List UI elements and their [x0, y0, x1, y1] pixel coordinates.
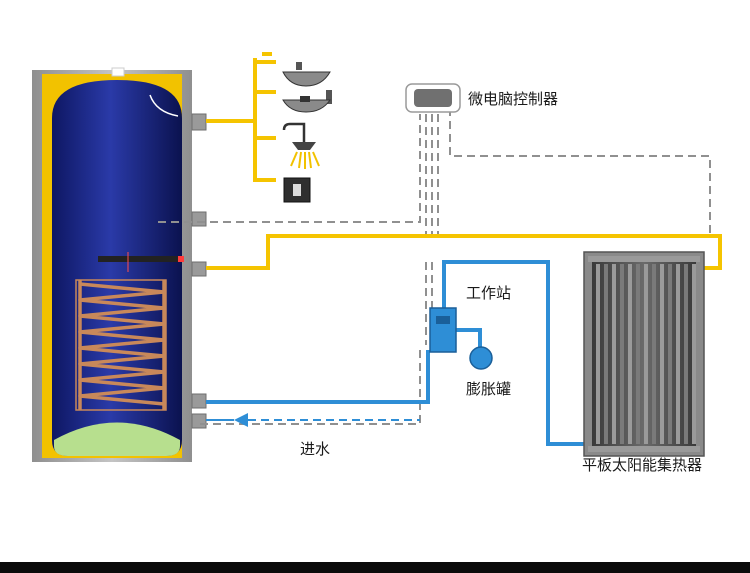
shower-head-icon	[282, 122, 320, 169]
pump-station	[429, 307, 457, 353]
inlet-arrow-icon	[234, 413, 248, 427]
water-inlet-line	[206, 413, 420, 427]
absorber-tube	[676, 264, 680, 444]
absorber-tube	[620, 264, 624, 444]
collector-absorber-tubes	[596, 264, 696, 444]
sink-basin-icon	[282, 62, 331, 87]
controller-signal-lines	[158, 108, 711, 425]
absorber-tube	[660, 264, 664, 444]
absorber-tube	[612, 264, 616, 444]
pump-station-label: 工作站	[466, 284, 511, 302]
collector-label: 平板太阳能集热器	[582, 456, 702, 474]
tank-cold-zone	[54, 422, 180, 456]
absorber-tube	[668, 264, 672, 444]
absorber-tube	[644, 264, 648, 444]
controller-label: 微电脑控制器	[468, 90, 558, 108]
hot-collector-loop	[206, 234, 722, 270]
flat-plate-solar-collector	[583, 251, 705, 457]
bathtub-icon	[282, 90, 332, 113]
water-inlet-label: 进水	[300, 440, 330, 458]
heat-exchanger-coil	[75, 279, 167, 411]
absorber-tube	[636, 264, 640, 444]
absorber-tube	[692, 264, 696, 444]
inner-shelf	[98, 256, 184, 262]
tank-side-fittings	[191, 113, 207, 429]
absorber-tube	[628, 264, 632, 444]
absorber-tube	[684, 264, 688, 444]
temperature-sensor-wire	[149, 94, 179, 117]
bottom-border	[0, 562, 750, 573]
cold-circulation-loop	[206, 260, 588, 446]
expansion-tank-label: 膨胀罐	[466, 380, 511, 398]
absorber-tube	[596, 264, 600, 444]
storage-tank	[32, 67, 192, 462]
expansion-tank	[469, 346, 493, 370]
absorber-tube	[604, 264, 608, 444]
absorber-tube	[652, 264, 656, 444]
kitchen-appliance-icon	[283, 177, 311, 203]
hot-water-manifold	[206, 52, 276, 182]
microcomputer-controller	[405, 83, 461, 113]
